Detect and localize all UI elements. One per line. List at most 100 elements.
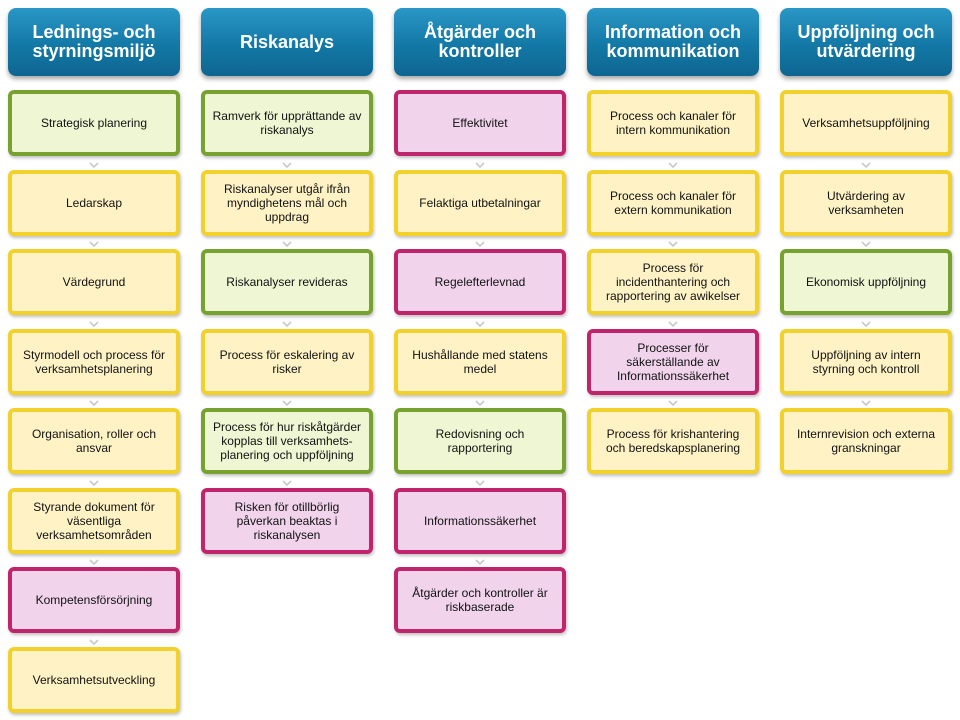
item-box: Processer för säkerställande av Informat… — [587, 328, 759, 395]
column-header: Uppföljning och utvärdering — [780, 8, 952, 76]
chevron-down-icon — [89, 161, 99, 168]
column-header: Information och kommunikation — [587, 8, 759, 76]
chevron-down-icon — [89, 479, 99, 486]
item-label: Processer för säkerställande av Informat… — [616, 340, 730, 383]
item-box: Styrande dokument för väsentliga verksam… — [8, 487, 180, 554]
column-title: Åtgärder och kontroller — [423, 22, 537, 61]
item-label: Styrmodell och process för verksamhetspl… — [22, 347, 166, 376]
column-title: Information och kommunikation — [605, 22, 741, 61]
item-label: Åtgärder och kontroller är riskbaserade — [412, 586, 548, 614]
item-box: Värdegrund — [8, 249, 180, 315]
chevron-down-icon — [282, 479, 292, 486]
item-label: Riskanalyser utgår ifrån myndighetens må… — [223, 181, 351, 224]
item-box: Ekonomisk uppföljning — [780, 249, 952, 315]
column-header: Åtgärder och kontroller — [394, 8, 566, 76]
chevron-down-icon — [475, 241, 485, 248]
item-label: Redovisning och rapportering — [435, 427, 525, 455]
item-label: Verksamhetsutveckling — [32, 672, 156, 687]
item-box: Styrmodell och process för verksamhetspl… — [8, 328, 180, 395]
item-box: Risken för otillbörlig påverkan beaktas … — [201, 487, 373, 554]
column-uppfoljning-utvardering: Uppföljning och utvärdering Verksamhetsu… — [780, 8, 952, 474]
chevron-down-icon — [475, 320, 485, 327]
item-box: Kompetensförsörjning — [8, 567, 180, 633]
item-box: Informationssäkerhet — [394, 487, 566, 554]
item-box: Verksamhetsuppföljning — [780, 90, 952, 156]
item-box: Process för eskalering av risker — [201, 328, 373, 395]
item-label: Hushållande med statens medel — [412, 347, 548, 376]
column-title: Uppföljning och utvärdering — [797, 22, 935, 61]
chevron-down-icon — [282, 161, 292, 168]
item-box: Uppföljning av intern styrning och kontr… — [780, 328, 952, 395]
column-header: Riskanalys — [201, 8, 373, 76]
item-label: Effektivitet — [452, 116, 508, 130]
item-box: Process för hur riskåtgärder kopplas til… — [201, 408, 373, 474]
item-label: Ramverk för upprättande av riskanalys — [212, 109, 362, 137]
item-box: Organisation, roller och ansvar — [8, 408, 180, 474]
item-label: Risken för otillbörlig påverkan beaktas … — [234, 499, 340, 542]
column-title: Riskanalys — [239, 31, 335, 52]
chevron-down-icon — [89, 241, 99, 248]
item-label: Styrande dokument för väsentliga verksam… — [33, 499, 155, 542]
chevron-down-icon — [282, 241, 292, 248]
item-label: Informationssäkerhet — [423, 513, 537, 528]
item-box: Felaktiga utbetalningar — [394, 169, 566, 236]
item-label: Process för hur riskåtgärder kopplas til… — [212, 420, 362, 462]
item-box: Verksamhetsutveckling — [8, 646, 180, 713]
item-label: Strategisk planering — [40, 116, 148, 130]
item-box: Riskanalyser utgår ifrån myndighetens må… — [201, 169, 373, 236]
item-label: Regelefterlevnad — [434, 275, 526, 289]
item-label: Process och kanaler för extern kommunika… — [609, 188, 737, 217]
item-label: Värdegrund — [62, 275, 126, 289]
item-box: Hushållande med statens medel — [394, 328, 566, 395]
item-box: Effektivitet — [394, 90, 566, 156]
item-box: Process och kanaler för extern kommunika… — [587, 169, 759, 236]
chevron-down-icon — [475, 559, 485, 566]
item-box: Utvärdering av verksamheten — [780, 169, 952, 236]
column-ledning-styrning: Lednings- och styrningsmiljö Strategisk … — [8, 8, 180, 713]
item-label: Process för incidenthantering och rappor… — [605, 261, 741, 303]
item-label: Process och kanaler för intern kommunika… — [609, 109, 737, 137]
item-label: Process för krishantering och beredskaps… — [605, 427, 741, 455]
item-box: Regelefterlevnad — [394, 249, 566, 315]
chevron-down-icon — [475, 161, 485, 168]
chevron-down-icon — [89, 559, 99, 566]
chevron-down-icon — [668, 400, 678, 407]
item-box: Ramverk för upprättande av riskanalys — [201, 90, 373, 156]
item-box: Process för krishantering och beredskaps… — [587, 408, 759, 474]
item-box: Internrevision och externa granskningar — [780, 408, 952, 474]
chevron-down-icon — [282, 320, 292, 327]
column-information-kommunikation: Information och kommunikation Process oc… — [587, 8, 759, 474]
item-label: Ekonomisk uppföljning — [805, 275, 927, 289]
chevron-down-icon — [89, 638, 99, 645]
item-label: Riskanalyser revideras — [226, 275, 348, 289]
chevron-down-icon — [475, 479, 485, 486]
item-box: Process för incidenthantering och rappor… — [587, 249, 759, 315]
item-box: Strategisk planering — [8, 90, 180, 156]
chevron-down-icon — [89, 400, 99, 407]
chevron-down-icon — [668, 241, 678, 248]
chevron-down-icon — [861, 241, 871, 248]
column-title: Lednings- och styrningsmiljö — [32, 22, 156, 61]
item-label: Verksamhetsuppföljning — [802, 116, 930, 130]
item-label: Uppföljning av intern styrning och kontr… — [811, 347, 921, 376]
item-label: Organisation, roller och ansvar — [31, 427, 157, 455]
chevron-down-icon — [861, 161, 871, 168]
item-box: Process och kanaler för intern kommunika… — [587, 90, 759, 156]
chevron-down-icon — [861, 320, 871, 327]
chevron-down-icon — [89, 320, 99, 327]
item-label: Felaktiga utbetalningar — [419, 195, 541, 210]
column-riskanalys: Riskanalys Ramverk för upprättande av ri… — [201, 8, 373, 554]
item-label: Ledarskap — [65, 195, 123, 210]
item-label: Utvärdering av verksamheten — [826, 188, 906, 217]
chevron-down-icon — [282, 400, 292, 407]
item-box: Åtgärder och kontroller är riskbaserade — [394, 567, 566, 633]
item-label: Process för eskalering av risker — [219, 347, 355, 376]
item-box: Redovisning och rapportering — [394, 408, 566, 474]
item-box: Riskanalyser revideras — [201, 249, 373, 315]
item-box: Ledarskap — [8, 169, 180, 236]
item-label: Kompetensförsörjning — [35, 593, 153, 607]
column-header: Lednings- och styrningsmiljö — [8, 8, 180, 76]
chevron-down-icon — [861, 400, 871, 407]
chevron-down-icon — [475, 400, 485, 407]
